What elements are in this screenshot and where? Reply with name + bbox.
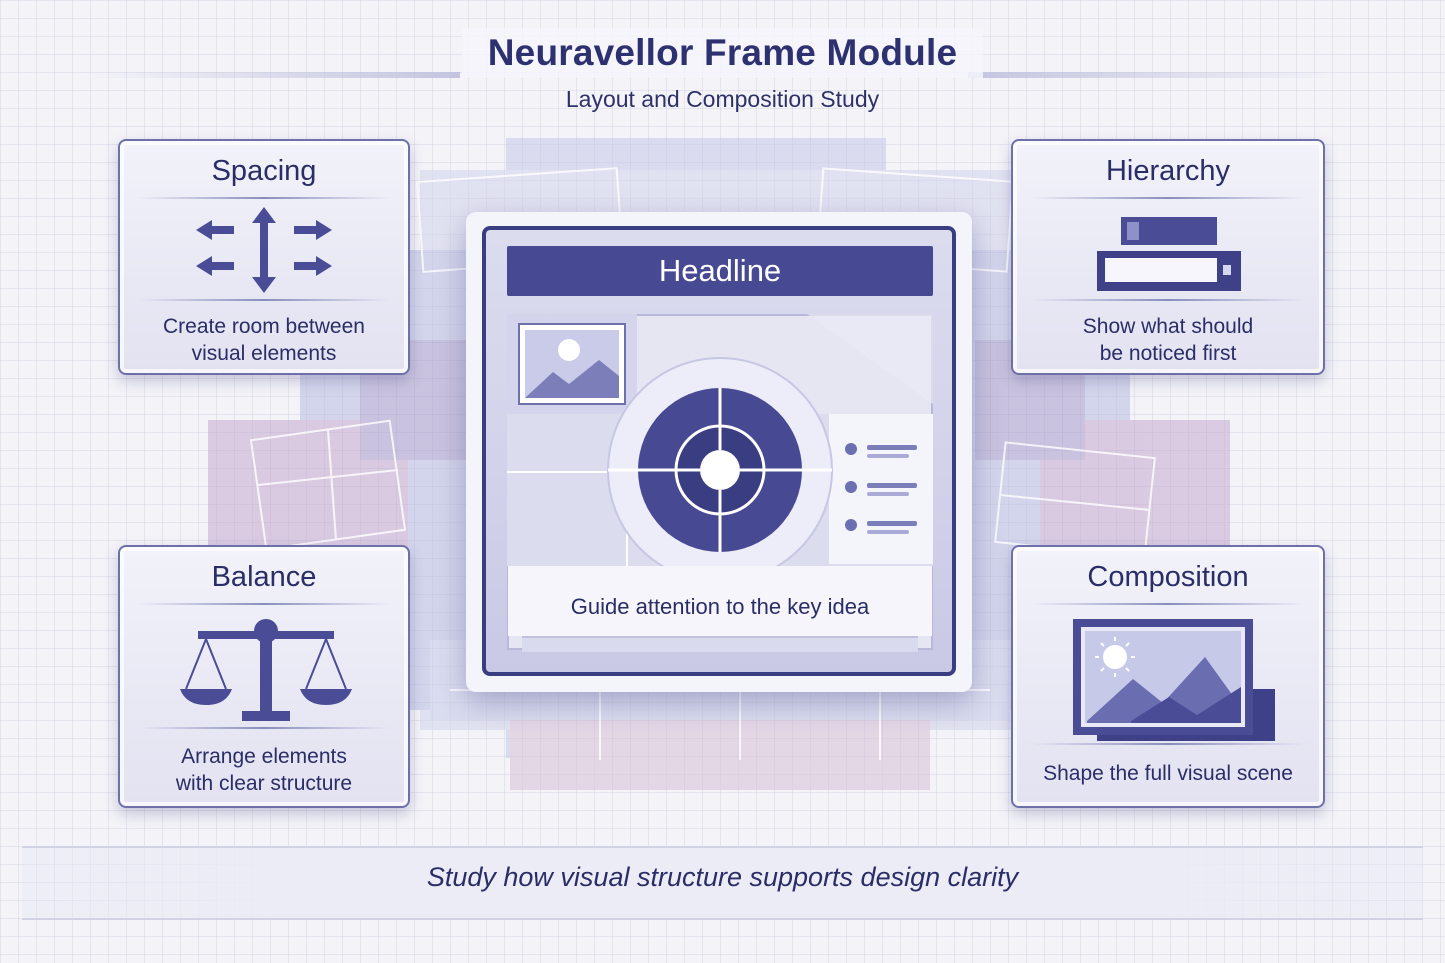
spacing-card-description-line2: visual elements bbox=[191, 342, 337, 365]
spacing-card-rule-lower bbox=[138, 299, 390, 301]
spacing-card-rule bbox=[138, 197, 390, 199]
title-wrapper: Neuravellor Frame Module bbox=[0, 28, 1445, 78]
bullet-list-icon bbox=[829, 414, 933, 564]
spacing-arrows-icon bbox=[196, 207, 332, 293]
image-placeholder-icon bbox=[518, 323, 626, 405]
spacing-card: Spacing Create room between visual eleme… bbox=[118, 139, 410, 375]
footer-band bbox=[22, 846, 1423, 920]
balance-card-description-line2: with clear structure bbox=[175, 772, 353, 795]
hierarchy-card-description-line2: be noticed first bbox=[1099, 342, 1237, 365]
balance-card-rule bbox=[138, 603, 390, 605]
balance-card: Balance Arrange elements with clear stru… bbox=[118, 545, 410, 808]
hierarchy-card: Hierarchy Show what should be noticed fi… bbox=[1011, 139, 1325, 375]
hierarchy-card-rule bbox=[1031, 197, 1305, 199]
title-rule-right bbox=[968, 72, 1338, 78]
spacing-card-title: Spacing bbox=[211, 155, 317, 187]
landscape-frame-icon bbox=[1073, 619, 1275, 741]
balance-card-rule-lower bbox=[138, 727, 390, 729]
composition-card-description: Shape the full visual scene bbox=[1043, 762, 1293, 785]
composition-card: Composition Shape the full visual scene bbox=[1011, 545, 1325, 808]
composition-card-rule bbox=[1031, 603, 1305, 605]
footer-tagline: Study how visual structure supports desi… bbox=[426, 862, 1019, 892]
frame-bottom-strip bbox=[522, 636, 918, 652]
page-title: Neuravellor Frame Module bbox=[461, 28, 984, 78]
headline-bar: Headline bbox=[507, 246, 933, 296]
frame-content-graphics bbox=[507, 314, 933, 566]
hierarchy-card-rule-lower bbox=[1031, 299, 1305, 301]
frame-caption: Guide attention to the key idea bbox=[570, 594, 870, 619]
title-rule-left bbox=[90, 72, 460, 78]
hierarchy-card-title: Hierarchy bbox=[1105, 155, 1231, 187]
composition-card-rule-lower bbox=[1031, 743, 1305, 745]
spacing-card-description-line1: Create room between bbox=[163, 315, 365, 338]
balance-card-title: Balance bbox=[211, 561, 317, 593]
stacked-bars-icon bbox=[1097, 217, 1241, 291]
page-subtitle: Layout and Composition Study bbox=[565, 86, 880, 112]
hierarchy-card-description-line1: Show what should bbox=[1082, 315, 1254, 338]
balance-card-description-line1: Arrange elements bbox=[181, 745, 347, 768]
target-focus-icon bbox=[607, 357, 833, 566]
composition-card-title: Composition bbox=[1087, 561, 1249, 593]
caption-panel bbox=[508, 566, 932, 636]
balance-scale-icon bbox=[180, 619, 352, 721]
